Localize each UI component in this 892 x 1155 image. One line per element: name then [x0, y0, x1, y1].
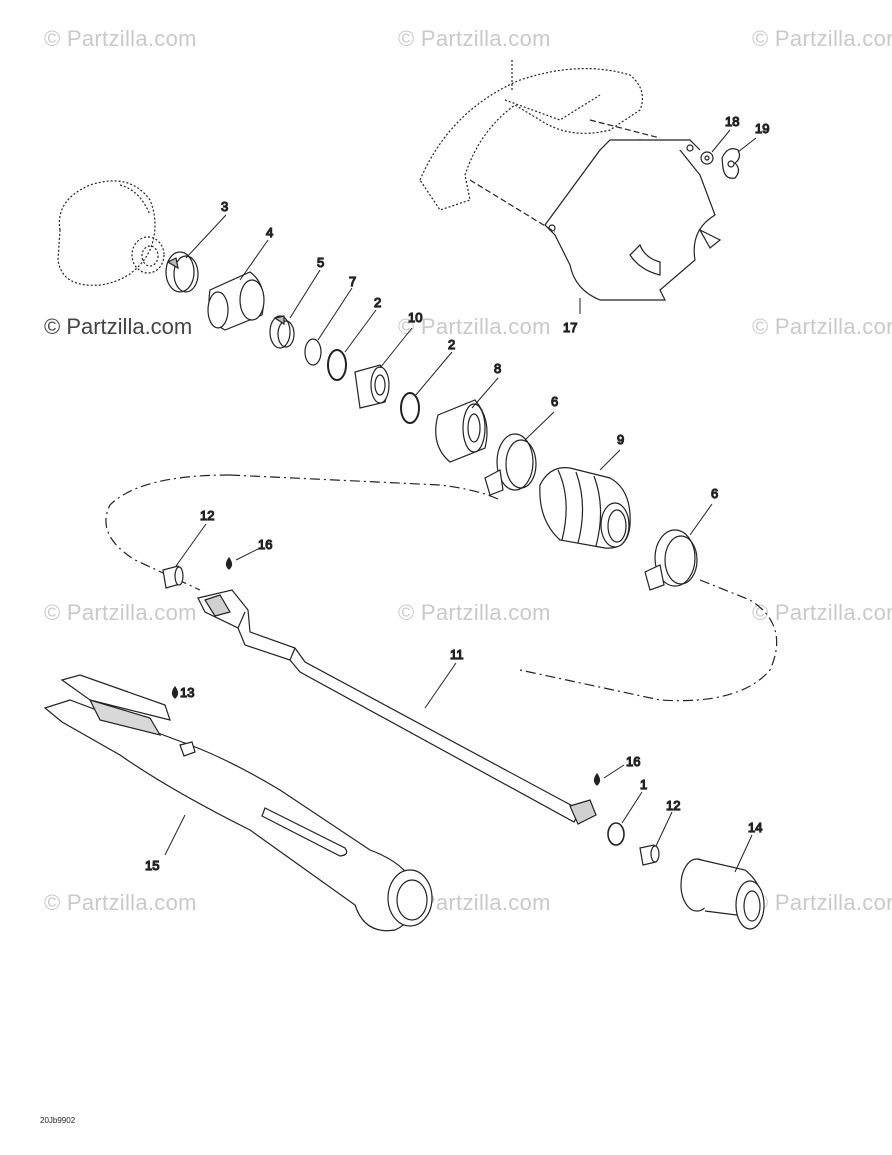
part-10-sleeve	[354, 364, 390, 409]
part-6-clamp-lower	[644, 529, 698, 591]
watermark-low-center: © Partzilla.com	[398, 600, 551, 625]
part-1-ring	[607, 822, 625, 846]
part-5-clamp	[269, 315, 295, 349]
watermark-low-right: © Partzilla.com	[752, 600, 892, 625]
callout-17: 17	[563, 320, 577, 335]
cover-guide-line-2	[589, 119, 661, 139]
part-2-o-ring-lower	[400, 392, 420, 424]
assembly-guide-loop-top	[229, 474, 501, 501]
part-3-clamp	[165, 251, 199, 293]
part-9-boot	[539, 467, 631, 549]
watermark-mid-center: © Partzilla.com	[398, 314, 551, 339]
callout-15: 15	[145, 858, 159, 873]
leader-lines	[164, 129, 757, 873]
part-4-bushing	[207, 271, 265, 331]
callout-11: 11	[450, 647, 464, 662]
cover-bracket-outline	[419, 60, 643, 211]
part-14-bearing	[680, 858, 765, 930]
part-8-bushing	[435, 399, 488, 463]
part-16-grease-icon-lower	[593, 772, 601, 786]
watermark-top-left: © Partzilla.com	[44, 26, 197, 51]
assembly-guide-loop	[105, 474, 778, 702]
callout-10: 10	[408, 310, 422, 325]
pump-housing-outline	[57, 180, 165, 286]
part-6-clamp-upper	[484, 433, 537, 496]
part-19-wing-nut	[721, 148, 741, 179]
watermark-bottom-right: © Partzilla.com	[752, 890, 892, 915]
watermark-mid-right: © Partzilla.com	[752, 314, 892, 339]
diagram-code: 20Jb9902	[40, 1116, 76, 1125]
callout-2-lower: 2	[448, 337, 455, 352]
part-18-washer	[700, 151, 714, 165]
callout-12-lower: 12	[666, 798, 680, 813]
part-12-plug-lower	[639, 844, 660, 866]
callout-19: 19	[755, 121, 769, 136]
callout-14: 14	[748, 820, 762, 835]
callout-8: 8	[494, 361, 501, 376]
cover-guide-line-1	[469, 179, 556, 233]
part-7-ring	[304, 338, 322, 366]
callout-12-upper: 12	[200, 508, 214, 523]
part-12-plug-upper	[162, 565, 184, 589]
callout-5: 5	[317, 255, 324, 270]
watermark-top-right: © Partzilla.com	[752, 26, 892, 51]
part-11-drive-shaft	[197, 589, 597, 825]
watermark-mid-left: © Partzilla.com	[44, 314, 193, 339]
callout-6-upper: 6	[551, 394, 558, 409]
callout-4: 4	[266, 225, 273, 240]
callout-2-upper: 2	[374, 295, 381, 310]
watermark-top-center: © Partzilla.com	[398, 26, 551, 51]
callout-3: 3	[221, 199, 228, 214]
callout-18: 18	[725, 114, 739, 129]
part-17-cover	[544, 139, 722, 301]
callout-13: 13	[180, 685, 194, 700]
callout-16-upper: 16	[258, 537, 272, 552]
part-15-shaft-housing	[43, 674, 433, 932]
part-13-grease-icon	[171, 685, 179, 699]
callout-9: 9	[617, 432, 624, 447]
watermark-low-left: © Partzilla.com	[44, 600, 197, 625]
part-2-o-ring-upper	[327, 349, 347, 381]
callout-16-lower: 16	[626, 754, 640, 769]
part-16-grease-icon-upper	[225, 556, 233, 570]
watermark-bottom-left: © Partzilla.com	[44, 890, 197, 915]
callout-6-lower: 6	[711, 486, 718, 501]
callout-1: 1	[640, 777, 647, 792]
callout-7: 7	[349, 274, 356, 289]
